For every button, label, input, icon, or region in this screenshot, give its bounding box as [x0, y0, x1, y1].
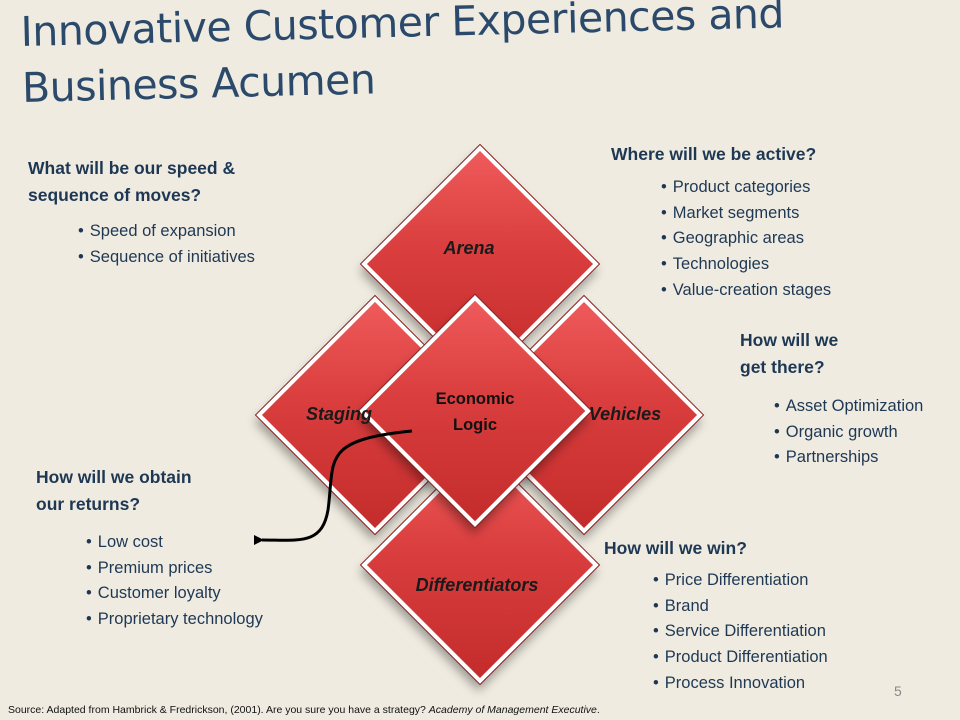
center-label-line1: Economic — [435, 390, 515, 408]
speed-heading: What will be our speed & sequence of mov… — [28, 155, 235, 209]
speed-list: Speed of expansion Sequence of initiativ… — [78, 219, 255, 270]
staging-label: Staging — [306, 404, 372, 424]
list-item: Customer loyalty — [86, 581, 263, 607]
returns-heading-line2: our returns? — [36, 494, 141, 514]
list-item: Premium prices — [86, 556, 263, 582]
center-label-line2: Logic — [453, 416, 497, 434]
vehicles-list: Asset Optimization Organic growth Partne… — [774, 394, 924, 471]
economic-logic-label: Economic Logic — [415, 386, 535, 438]
list-item: Geographic areas — [661, 226, 831, 252]
list-item: Partnerships — [774, 445, 923, 471]
vehicles-heading-line2: get there? — [740, 357, 825, 377]
returns-heading: How will we obtain our returns? — [36, 464, 192, 518]
list-item: Product Differentiation — [653, 645, 828, 671]
page-number: 5 — [894, 683, 902, 699]
returns-heading-line1: How will we obtain — [36, 467, 192, 487]
list-item: Process Innovation — [653, 671, 828, 697]
list-item: Market segments — [661, 201, 831, 227]
list-item: Service Differentiation — [653, 619, 828, 645]
arena-label: Arena — [443, 238, 495, 258]
list-item: Sequence of initiatives — [78, 245, 255, 271]
source-journal: Academy of Management Executive — [428, 704, 597, 716]
list-item: Price Differentiation — [653, 568, 828, 594]
list-item: Asset Optimization — [774, 394, 924, 420]
vehicles-heading-line1: How will we — [740, 330, 839, 350]
list-item: Speed of expansion — [78, 219, 255, 245]
vehicles-label: Vehicles — [588, 404, 662, 424]
list-item: Organic growth — [774, 420, 923, 446]
speed-heading-line2: sequence of moves? — [28, 185, 202, 205]
win-heading: How will we win? — [604, 538, 747, 558]
list-item: Low cost — [86, 530, 263, 556]
arena-heading: Where will we be active? — [611, 144, 817, 164]
arena-list: Product categories Market segments Geogr… — [661, 175, 831, 304]
returns-list: Low cost Premium prices Customer loyalty… — [86, 530, 263, 633]
source-suffix: . — [596, 704, 600, 716]
differentiators-label: Differentiators — [415, 575, 539, 595]
list-item: Product categories — [661, 175, 831, 201]
source-prefix: Source: Adapted from Hambrick & Fredrick… — [8, 704, 429, 716]
win-list: Price Differentiation Brand Service Diff… — [653, 568, 828, 697]
speed-heading-line1: What will be our speed & — [28, 158, 236, 178]
vehicles-heading: How will we get there? — [740, 327, 838, 381]
list-item: Brand — [653, 594, 828, 620]
list-item: Value-creation stages — [661, 278, 831, 304]
list-item: Technologies — [661, 252, 831, 278]
list-item: Proprietary technology — [86, 607, 263, 633]
source-citation: Source: Adapted from Hambrick & Fredrick… — [8, 704, 600, 716]
